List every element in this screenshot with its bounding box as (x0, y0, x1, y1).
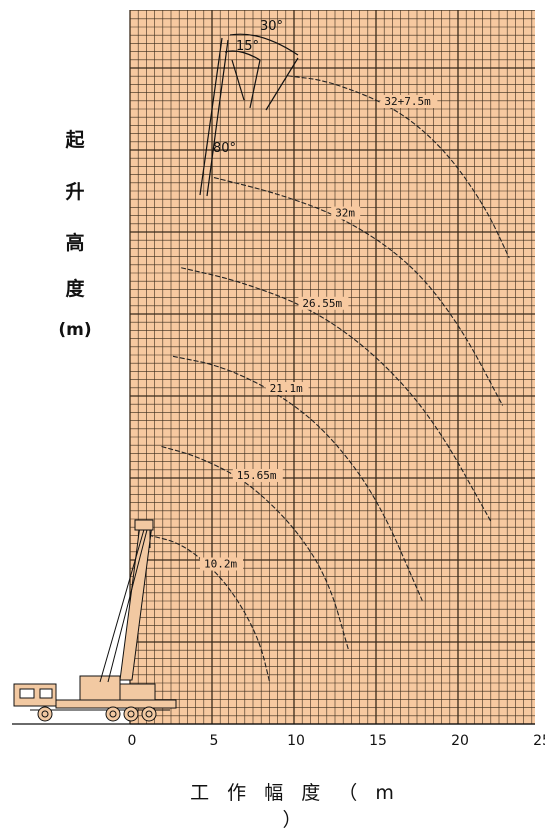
curve-label-background (232, 468, 283, 482)
crane-boom (99, 519, 154, 683)
x-tick-label: 25 (533, 733, 545, 749)
curve-label-background (200, 557, 243, 571)
boom-curve (148, 534, 271, 683)
boom-curve (287, 75, 510, 259)
angle-label-15: 15° (236, 39, 259, 54)
x-tick-label: 5 (210, 733, 219, 749)
curve-label: 10.2m (204, 558, 237, 571)
truck-body (13, 675, 177, 711)
curve-label: 15.65m (237, 469, 277, 482)
truck-wheels (37, 706, 157, 722)
curve-label-background (265, 382, 309, 396)
curve-label-background (298, 296, 349, 310)
boom-curve (172, 355, 423, 601)
x-tick-label: 15 (369, 733, 387, 749)
curve-label-background (331, 206, 361, 220)
crane-truck-illustration (13, 519, 177, 722)
x-tick-label: 0 (128, 733, 137, 749)
y-axis-label-char-1: 起 (65, 129, 85, 151)
y-axis-label-char-4: 度 (65, 278, 85, 300)
angle-label-80: 80° (213, 141, 236, 156)
curve-label: 26.55m (302, 297, 342, 310)
curve-label: 32m (335, 207, 355, 220)
curve-label-background (380, 95, 438, 109)
x-tick-labels: 0 5 10 15 20 25 (128, 733, 545, 749)
boom-curves: 10.2m 15.65m 21.1m 26.55m 32m 32+7.5m (148, 75, 510, 683)
boom-curve (213, 177, 504, 406)
x-tick-label: 10 (287, 733, 305, 749)
grid-background (130, 10, 535, 724)
load-height-chart: 0 5 10 15 20 25 10.2m 15.65m 21.1m 26.55m 32m 32+7… (12, 10, 545, 749)
boom-curve (161, 445, 350, 651)
y-axis-label-char-2: 升 (65, 181, 85, 203)
y-axis-label-char-3: 高 (65, 232, 85, 254)
y-axis-label-unit: (m) (58, 320, 92, 340)
boom-curve (181, 267, 492, 523)
curve-label: 32+7.5m (384, 95, 431, 108)
x-tick-label: 20 (451, 733, 469, 749)
boom-and-jib-illustration (199, 33, 299, 197)
grid-lines (12, 10, 535, 725)
angle-label-30: 30° (260, 19, 283, 34)
curve-label: 21.1m (270, 382, 303, 395)
